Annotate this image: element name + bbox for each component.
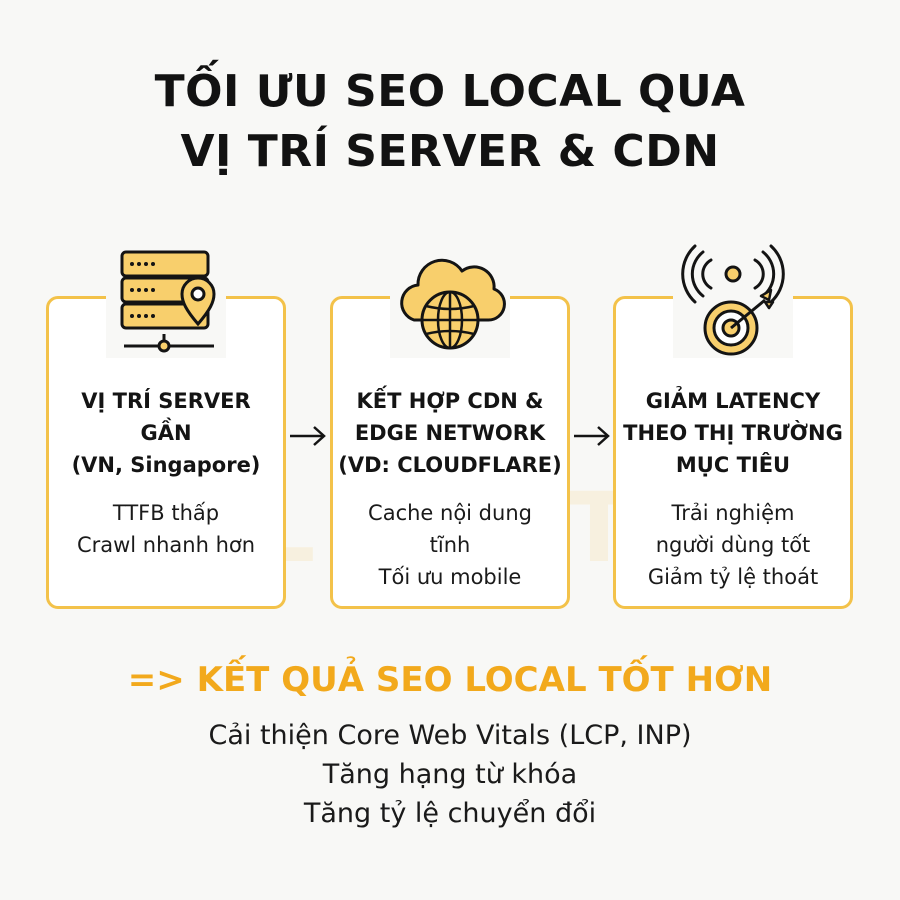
result-item: Tăng hạng từ khóa <box>322 759 578 790</box>
step-card-server: VỊ TRÍ SERVER GẦN (VN, Singapore) TTFB t… <box>46 296 286 609</box>
cloud-globe-icon <box>390 238 510 358</box>
title-line-1: TỐI ƯU SEO LOCAL QUA <box>154 66 746 117</box>
page-title: TỐI ƯU SEO LOCAL QUA VỊ TRÍ SERVER & CDN <box>0 62 900 182</box>
step-body: Cache nội dung tĩnh Tối ưu mobile <box>333 497 567 593</box>
step-heading-line: (VN, Singapore) <box>71 453 261 477</box>
server-location-icon <box>106 238 226 358</box>
step-heading-line: (VD: CLOUDFLARE) <box>338 453 562 477</box>
step-body-line: Cache nội dung <box>368 501 532 525</box>
step-heading: KẾT HỢP CDN & EDGE NETWORK (VD: CLOUDFLA… <box>333 385 567 481</box>
step-heading-line: MỤC TIÊU <box>675 453 791 477</box>
step-body-line: Giảm tỷ lệ thoát <box>647 565 819 589</box>
step-heading-line: GIẢM LATENCY <box>645 389 821 413</box>
step-body: TTFB thấp Crawl nhanh hơn <box>49 497 283 561</box>
step-heading: VỊ TRÍ SERVER GẦN (VN, Singapore) <box>49 385 283 481</box>
step-body: Trải nghiệm người dùng tốt Giảm tỷ lệ th… <box>616 497 850 593</box>
step-heading-line: VỊ TRÍ SERVER <box>81 389 251 413</box>
title-line-2: VỊ TRÍ SERVER & CDN <box>180 126 720 177</box>
step-heading: GIẢM LATENCY THEO THỊ TRƯỜNG MỤC TIÊU <box>616 385 850 481</box>
step-heading-line: EDGE NETWORK <box>354 421 546 445</box>
step-body-line: Tối ưu mobile <box>378 565 522 589</box>
arrow-right-icon <box>574 426 610 446</box>
step-body-line: tĩnh <box>429 533 471 557</box>
step-heading-line: GẦN <box>140 421 192 445</box>
arrow-right-icon <box>290 426 326 446</box>
result-list: Cải thiện Core Web Vitals (LCP, INP) Tăn… <box>0 716 900 833</box>
step-body-line: TTFB thấp <box>112 501 220 525</box>
step-heading-line: KẾT HỢP CDN & <box>356 389 544 413</box>
step-heading-line: THEO THỊ TRƯỜNG <box>623 421 843 445</box>
result-title: => KẾT QUẢ SEO LOCAL TỐT HƠN <box>127 660 773 700</box>
target-signal-icon <box>673 238 793 358</box>
step-body-line: Crawl nhanh hơn <box>76 533 256 557</box>
result-item: Tăng tỷ lệ chuyển đổi <box>303 798 597 829</box>
step-body-line: người dùng tốt <box>655 533 811 557</box>
step-body-line: Trải nghiệm <box>671 501 795 525</box>
result-item: Cải thiện Core Web Vitals (LCP, INP) <box>208 720 692 751</box>
